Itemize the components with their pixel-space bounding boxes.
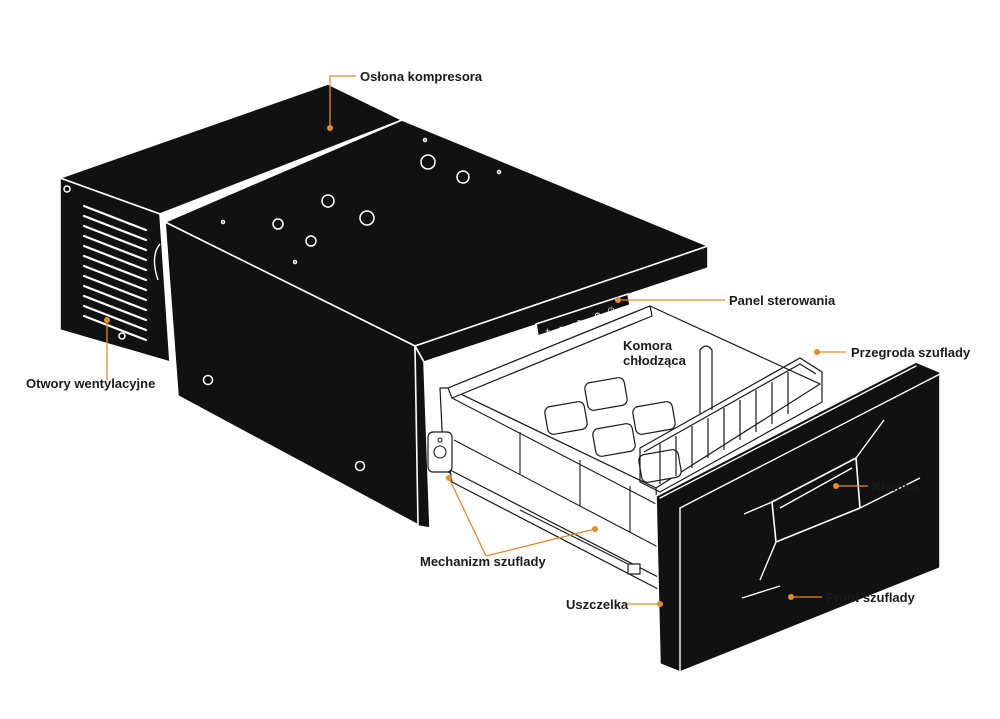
drawer-front-panel[interactable]: [655, 361, 941, 673]
label-control-panel: Panel sterowania: [729, 293, 836, 308]
drawer-divider: [639, 345, 823, 493]
compressor-housing: [59, 83, 403, 363]
label-drawer-mechanism: Mechanizm szuflady: [420, 554, 546, 569]
plus-button[interactable]: +: [545, 326, 550, 336]
label-handle: Klamka: [872, 479, 919, 494]
main-cabinet: [153, 119, 709, 529]
label-cooling-chamber-1: Komora: [623, 338, 673, 353]
leader-lines: [104, 75, 868, 607]
gear-icon[interactable]: ⚙: [594, 311, 601, 320]
ventilation-slots: [82, 204, 148, 342]
label-compressor-cover: Osłona kompresora: [360, 69, 483, 84]
drawer-hinge: [427, 431, 453, 473]
labels: Osłona kompresora Panel sterowania Komor…: [26, 69, 971, 612]
label-cooling-chamber-2: chłodząca: [623, 353, 687, 368]
control-panel: + − -20 ⚙ ⏻: [535, 293, 631, 337]
handle[interactable]: [741, 419, 921, 599]
minus-button[interactable]: −: [559, 322, 564, 332]
storage-containers: [544, 377, 682, 483]
temperature-display: -20: [571, 319, 587, 329]
label-drawer-divider: Przegroda szuflady: [851, 345, 971, 360]
label-drawer-front: Front szuflady: [826, 590, 916, 605]
drawer-tray: [427, 305, 821, 591]
power-icon[interactable]: ⏻: [608, 306, 615, 315]
label-vents: Otwory wentylacyjne: [26, 376, 155, 391]
label-gasket: Uszczelka: [566, 597, 629, 612]
